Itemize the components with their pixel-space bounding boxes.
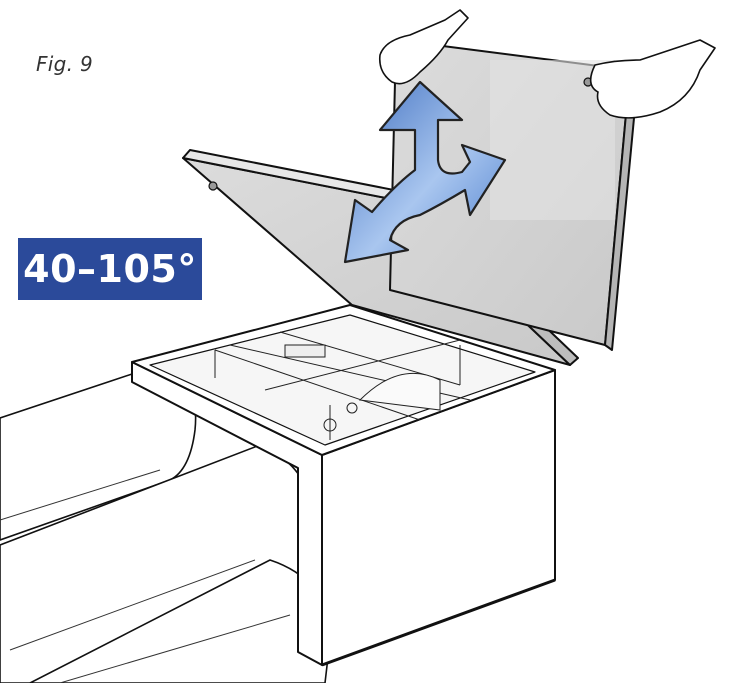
box-interior (214, 331, 471, 440)
hand-icon (378, 9, 716, 119)
pipes (0, 362, 331, 683)
figure-label: Fig. 9 (36, 52, 93, 76)
angle-badge: 40–105° (18, 238, 202, 300)
double-arrow-icon (343, 80, 507, 264)
